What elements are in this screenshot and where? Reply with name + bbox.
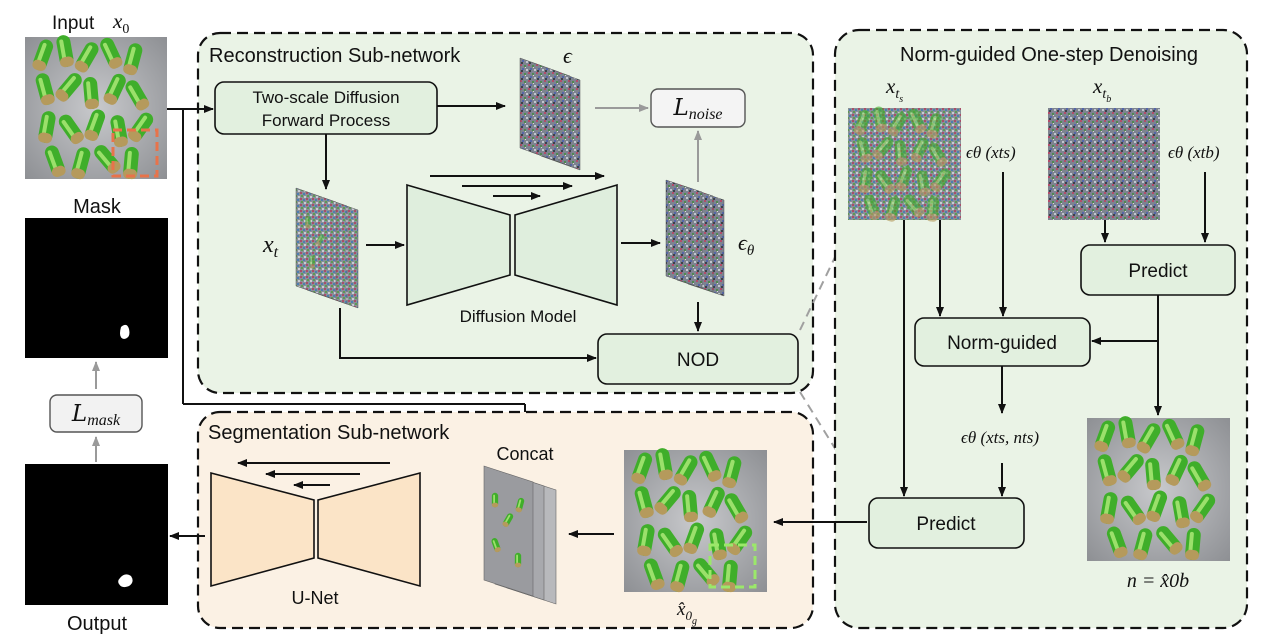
svg-text:Lmask: Lmask (71, 401, 121, 429)
eps-theta-noise-stack (665, 179, 725, 297)
norm-guided-box: Norm-guided (914, 317, 1091, 367)
x0g-image (624, 447, 767, 593)
x0b-image (1087, 415, 1230, 561)
x0g-label: x̂0g (676, 599, 697, 627)
segmentation-title: Segmentation Sub-network (208, 422, 450, 444)
reconstruction-title: Reconstruction Sub-network (209, 45, 461, 67)
xt-image-stack (295, 187, 359, 309)
predict-top-box: Predict (1080, 244, 1236, 296)
zoom-connector-bottom (799, 391, 837, 451)
input-image (25, 34, 167, 180)
nod-box: NOD (597, 333, 799, 385)
svg-text:Forward Process: Forward Process (262, 111, 390, 130)
x0g-defect-box (708, 543, 757, 589)
svg-text:Predict: Predict (1128, 261, 1188, 282)
eps-theta-label: ϵθ (738, 230, 755, 259)
x-tb-label: xtb (1092, 74, 1111, 105)
svg-text:Predict: Predict (916, 514, 976, 535)
svg-text:Lnoise: Lnoise (672, 95, 722, 123)
input-symbol: x0 (112, 9, 129, 37)
concat-image-stack (483, 465, 557, 605)
mask-label: Mask (73, 196, 122, 218)
eps-ts-nts-label: ϵθ (xts, nts) (961, 428, 1039, 447)
svg-text:Norm-guided: Norm-guided (947, 333, 1057, 354)
x-tb-image (1048, 108, 1160, 220)
epsilon-noise-stack (519, 57, 581, 171)
xt-to-nod-arrow (339, 308, 597, 362)
nod-detail-title: Norm-guided One-step Denoising (900, 44, 1198, 66)
output-label: Output (67, 613, 127, 635)
forward-process-box: Two-scale Diffusion Forward Process (214, 81, 438, 135)
n-eq-label: n = x̂0b (1127, 570, 1189, 592)
concat-label: Concat (496, 444, 553, 464)
loss-mask-box: Lmask (49, 394, 143, 433)
diffusion-model-label: Diffusion Model (460, 307, 577, 326)
xt-label: xt (262, 232, 279, 261)
loss-noise-box: Lnoise (650, 88, 746, 128)
input-defect-box (111, 128, 159, 178)
unet (210, 459, 421, 588)
svg-text:NOD: NOD (677, 350, 719, 371)
predict-bottom-box: Predict (868, 497, 1025, 549)
eps-tb-label: ϵθ (xtb) (1168, 143, 1220, 162)
svg-text:Two-scale Diffusion: Two-scale Diffusion (252, 88, 399, 107)
x-ts-image (848, 106, 961, 223)
x-ts-label: xts (885, 74, 903, 105)
eps-ts-label: ϵθ (xts) (966, 143, 1016, 162)
epsilon-label: ϵ (563, 43, 573, 68)
input-label: Input (52, 13, 95, 34)
mask-image (25, 218, 168, 358)
unet-label: U-Net (291, 588, 338, 608)
output-image (25, 464, 168, 605)
diffusion-model (406, 172, 618, 307)
